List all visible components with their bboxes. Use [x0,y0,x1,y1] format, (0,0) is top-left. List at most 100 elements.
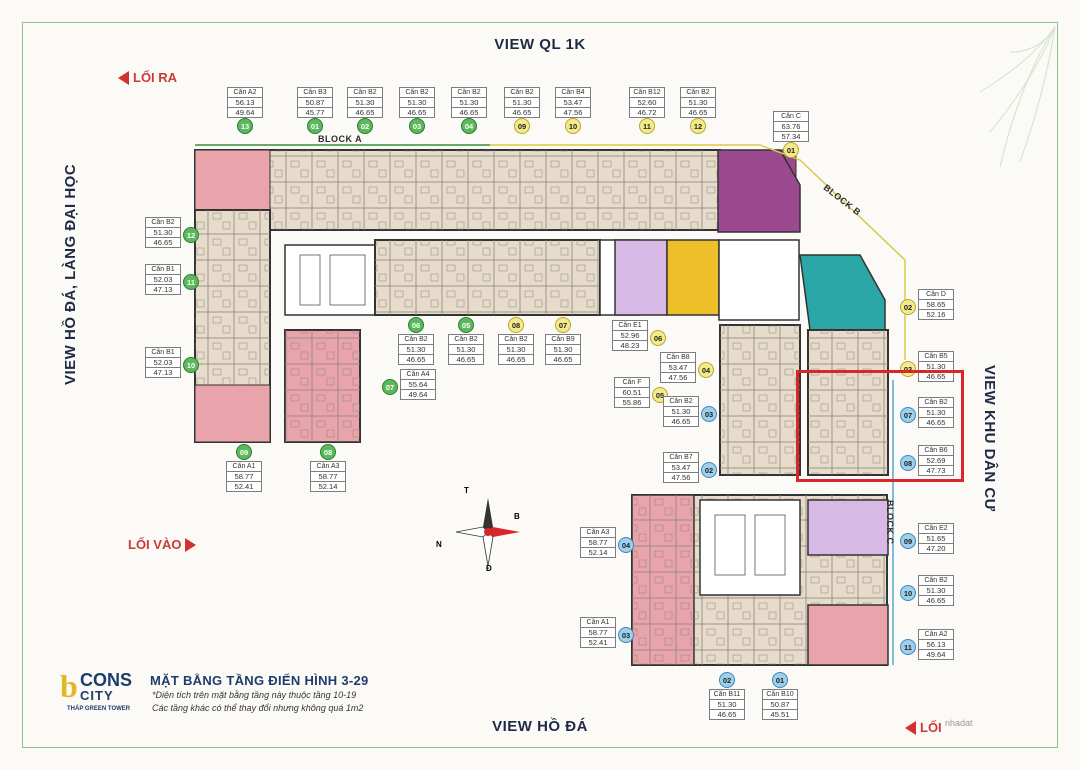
apartment-number-badge: 07 [382,379,398,395]
apartment-legend-area-net: 46.65 [709,709,745,720]
apartment-legend-area-net: 46.65 [398,354,434,365]
highlight-box [796,370,964,482]
compass-n: N [436,540,442,549]
apartment-legend-area-net: 46.65 [451,107,487,118]
apartment-legend-area-net: 49.64 [400,389,436,400]
apartment-number-badge: 04 [618,537,634,553]
compass-rose [455,498,520,567]
apartment-number-badge: 12 [690,118,706,134]
apartment-legend-area-net: 47.73 [918,465,954,476]
unit-yellow-f [666,239,720,316]
apartment-number-badge: 13 [237,118,253,134]
apartment-number-badge: 11 [183,274,199,290]
page-border [22,22,1058,748]
apartment-number-badge: 01 [783,142,799,158]
apartment-number-badge: 12 [183,227,199,243]
apartment-legend-area-net: 46.65 [399,107,435,118]
apartment-number-badge: 03 [409,118,425,134]
unit-lavender-e1 [614,239,668,316]
block-c-label: BLOCK C [885,500,895,545]
apartment-legend-area-net: 52.41 [580,637,616,648]
apartment-legend-area-net: 47.56 [663,472,699,483]
apartment-legend-area-net: 49.64 [227,107,263,118]
logo-city: CITY [80,688,114,703]
apartment-legend-area-net: 46.65 [504,107,540,118]
apartment-legend-area-net: 55.86 [614,397,650,408]
unit-pink-corner [194,149,271,211]
apartment-legend-area-net: 57.34 [773,131,809,142]
apartment-number-badge: 10 [183,357,199,373]
apartment-legend-name: Căn B11 [709,689,745,700]
apartment-legend-area-net: 47.13 [145,284,181,295]
view-bottom-label: VIEW HỒ ĐÁ [492,718,588,735]
apartment-legend-area-net: 45.77 [297,107,333,118]
arrow-left-icon [905,720,916,735]
apartment-legend-area-net: 46.65 [347,107,383,118]
apartment-number-badge: 03 [900,361,916,377]
apartment-legend-area-net: 52.14 [310,481,346,492]
apartment-legend-area-net: 46.72 [629,107,665,118]
apartment-legend-area-net: 46.65 [448,354,484,365]
exit-out-top-text: LỐI RA [133,70,178,85]
apartment-number-badge: 07 [555,317,571,333]
apartment-legend-area-net: 47.13 [145,367,181,378]
view-top-label: VIEW QL 1K [494,36,586,53]
apartment-legend-area-net: 46.65 [498,354,534,365]
apartment-number-badge: 04 [698,362,714,378]
unit-teal-d [799,254,886,331]
apartment-legend-name: Căn B12 [629,87,665,98]
arrow-left-icon [118,70,129,85]
note-2: Các tầng khác có thể thay đổi nhưng khôn… [152,703,364,713]
plan-title: MẶT BẰNG TẦNG ĐIỂN HÌNH 3-29 [150,673,369,688]
logo-sub: THÁP GREEN TOWER [67,706,131,712]
apartment-number-badge: 03 [618,627,634,643]
compass-t: T [464,486,469,495]
exit-out-bottom-text: LỐI [920,720,942,735]
palm-leaf-decoration [979,26,1056,168]
logo-b: b [60,668,78,704]
block-a-label: BLOCK A [318,134,363,144]
watermark: nhadat [945,718,973,728]
apartment-number-badge: 01 [772,672,788,688]
apartment-legend-area-net: 46.65 [545,354,581,365]
apartment-legend-area-net: 47.56 [555,107,591,118]
apartment-number-badge: 03 [701,406,717,422]
unit-pink-left-bottom [194,384,271,443]
apartment-number-badge: 06 [650,330,666,346]
entrance-left: LỐI VÀO [128,537,197,552]
logo-cons: CONS [80,670,133,690]
entrance-text: LỐI VÀO [128,537,182,552]
apartment-number-badge: 11 [900,639,916,655]
apartment-number-badge: 06 [408,317,424,333]
apartment-legend-area-net: 47.20 [918,543,954,554]
compass-d: Đ [486,564,492,573]
apartment-number-badge: 10 [900,585,916,601]
apartment-legend-area-net: 47.56 [660,372,696,383]
apartment-number-badge: 09 [514,118,530,134]
compass-b: B [514,512,520,521]
apartment-number-badge: 05 [458,317,474,333]
apartment-number-badge: 09 [236,444,252,460]
exit-out-top: LỐI RA [118,70,177,85]
apartment-legend-area-net: 46.65 [680,107,716,118]
